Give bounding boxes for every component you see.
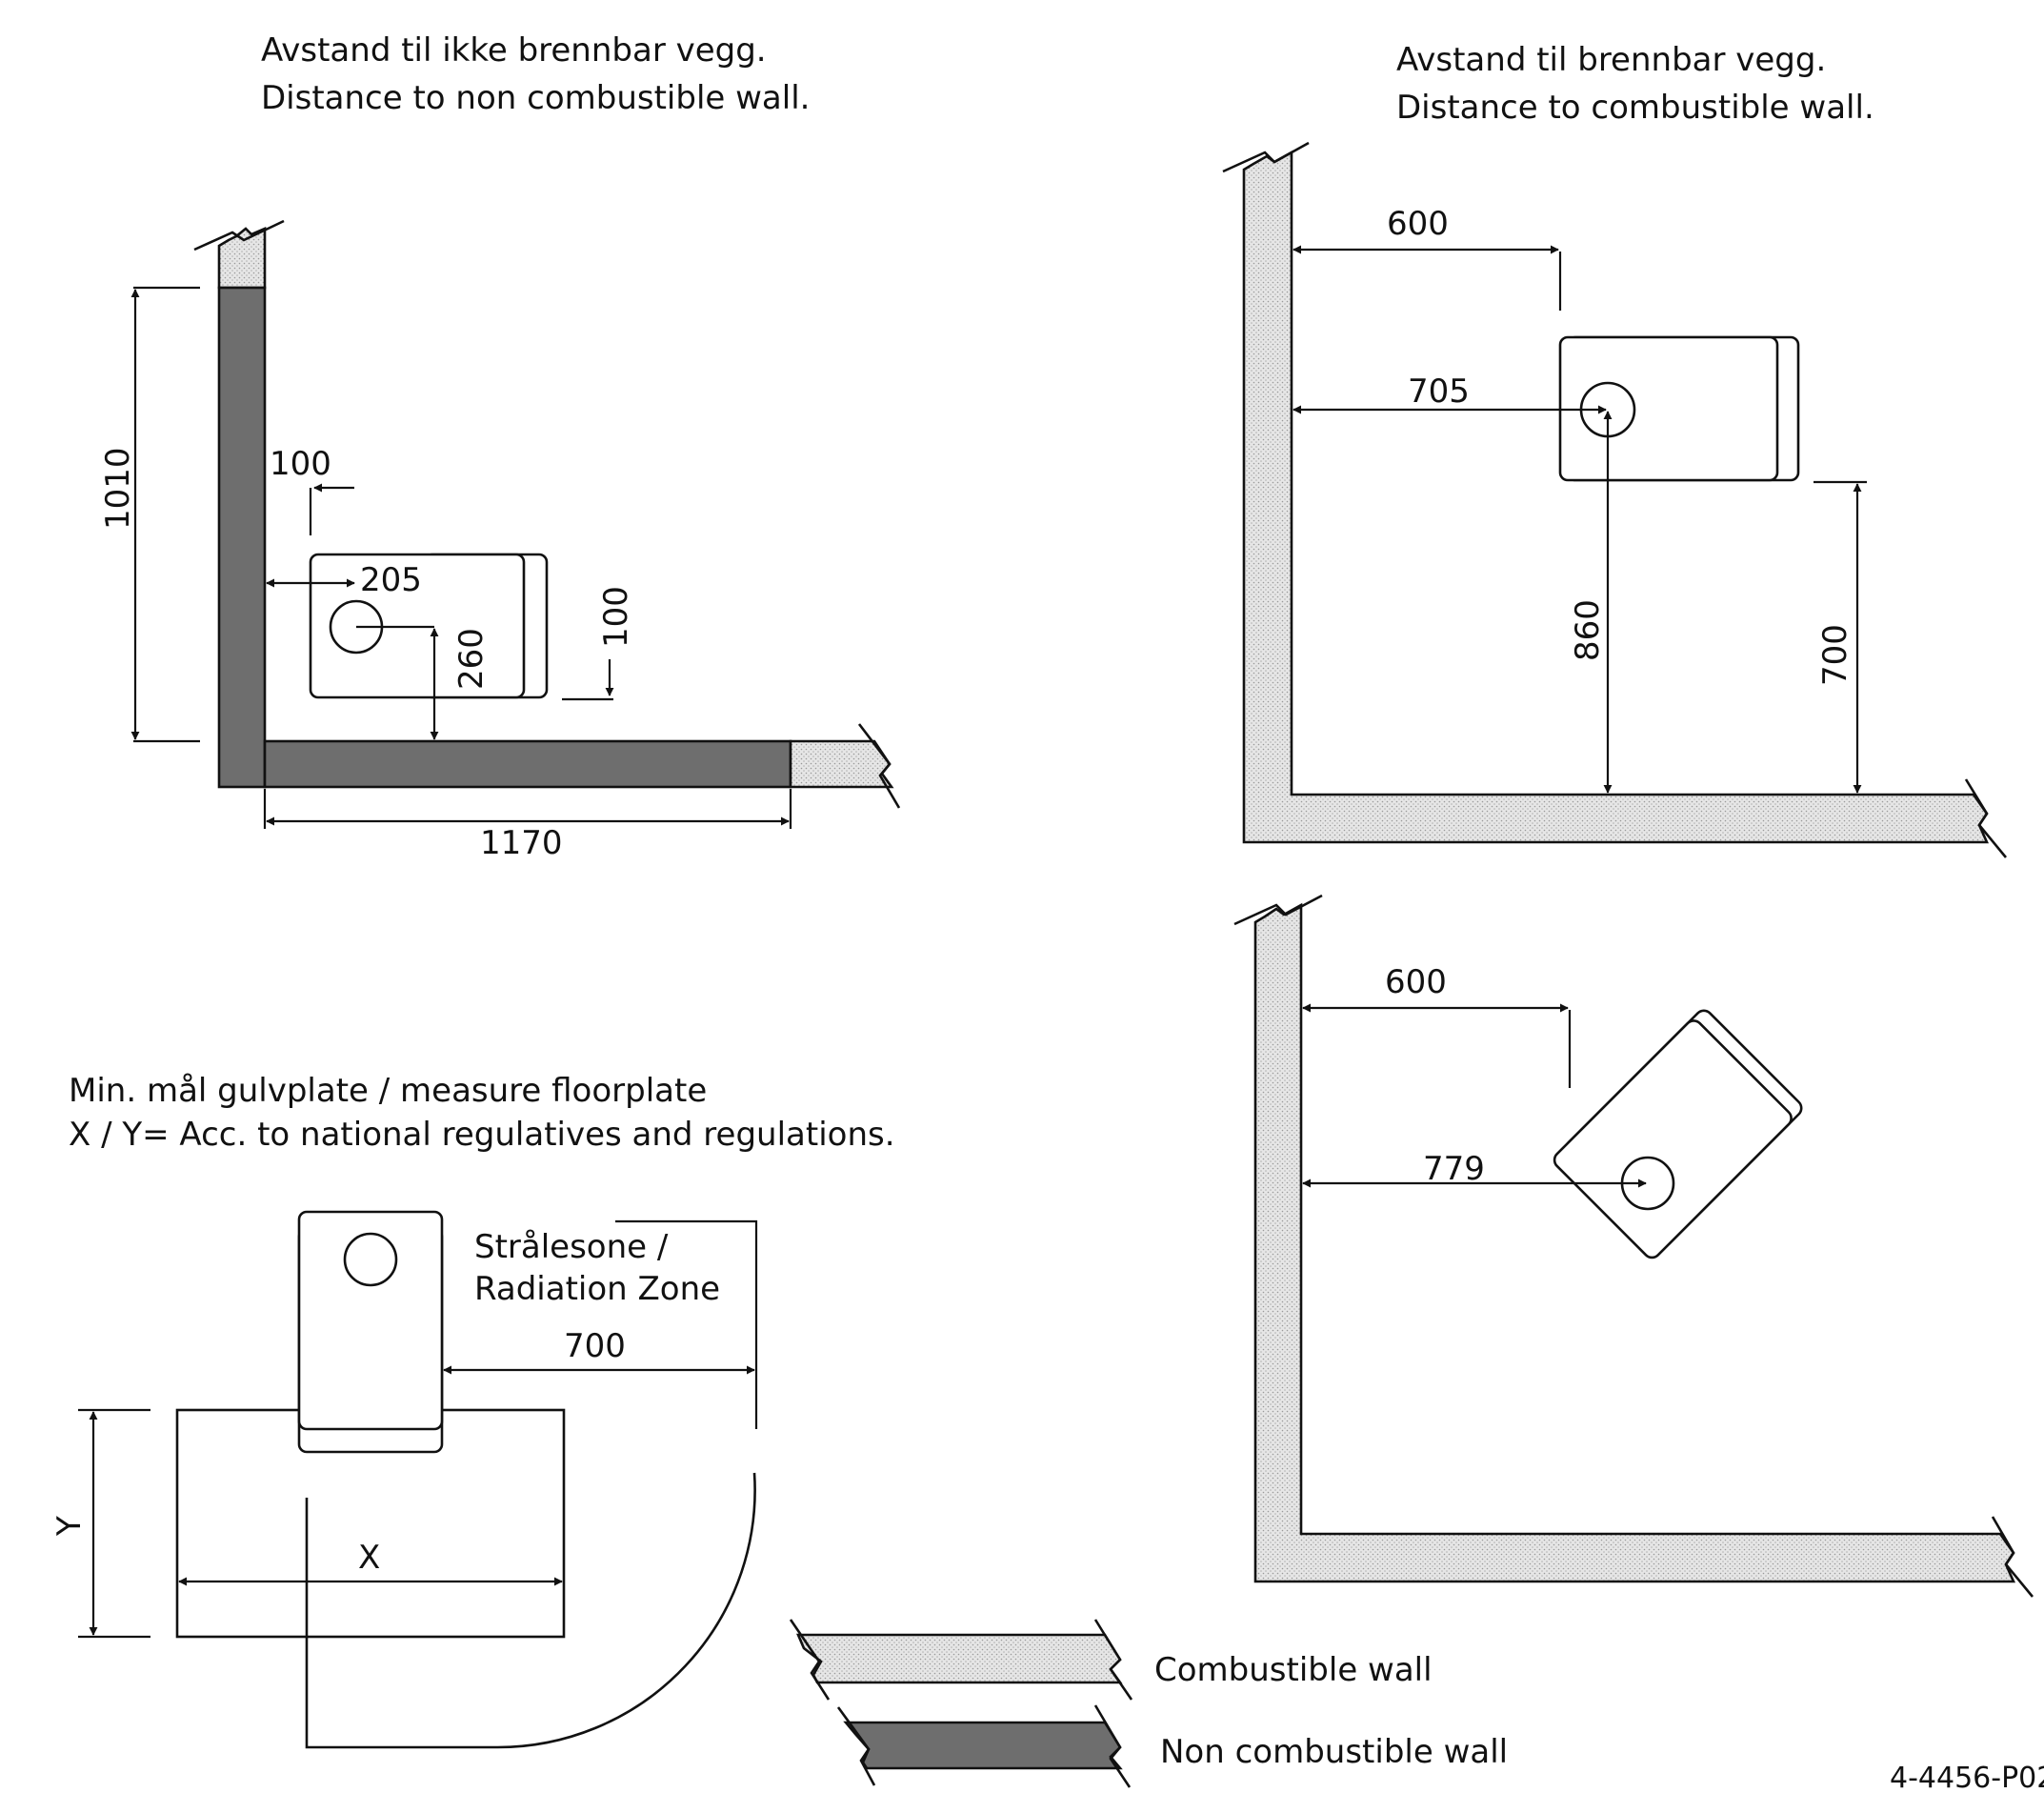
panel1-title-en: Distance to non combustible wall. bbox=[261, 79, 810, 117]
radiation-zone-limit bbox=[615, 1219, 758, 1429]
dim-y: Y bbox=[50, 1516, 89, 1537]
radiation-zone-outline bbox=[305, 1472, 756, 1749]
dim-100-top: 100 bbox=[270, 445, 331, 483]
wall-break-top bbox=[1222, 141, 1310, 173]
dim-779: 779 bbox=[1423, 1150, 1485, 1188]
radiation-zone-label-1: Strålesone / bbox=[474, 1228, 669, 1266]
legend-swatch-combustible bbox=[796, 1633, 1123, 1684]
legend-swatch-noncombustible bbox=[843, 1721, 1123, 1770]
legend-break-right-n bbox=[1093, 1704, 1132, 1788]
stove-rotated bbox=[1553, 1009, 1803, 1259]
wall-vertical-noncombustible bbox=[217, 286, 267, 789]
panel-combustible: Avstand til brennbar vegg. Distance to c… bbox=[1222, 41, 2008, 858]
dim-700: 700 bbox=[1816, 624, 1854, 686]
wall-break-right bbox=[1991, 1516, 2034, 1598]
legend-break-left-c bbox=[789, 1619, 831, 1701]
dim-x: X bbox=[358, 1539, 380, 1577]
dim-700-zone: 700 bbox=[564, 1327, 626, 1365]
panel-corner: 600 779 bbox=[1233, 894, 2034, 1598]
wall-combustible-l bbox=[1242, 150, 1990, 844]
radiation-zone-label-2: Radiation Zone bbox=[474, 1270, 720, 1308]
floorplate-title-1: Min. mål gulvplate / measure floorplate bbox=[69, 1072, 707, 1110]
wall-break-top bbox=[193, 219, 285, 252]
panel2-title-no: Avstand til brennbar vegg. bbox=[1396, 41, 1826, 79]
legend-break-left-n bbox=[836, 1706, 876, 1786]
dim-260: 260 bbox=[452, 628, 491, 690]
wall-break-top bbox=[1233, 894, 1323, 926]
dim-860: 860 bbox=[1569, 599, 1607, 661]
panel-floorplate: Min. mål gulvplate / measure floorplate … bbox=[50, 1072, 895, 1749]
dim-205: 205 bbox=[360, 561, 422, 599]
legend-break-right-c bbox=[1093, 1619, 1133, 1701]
wall-horizontal-noncombustible bbox=[263, 739, 792, 789]
dim-1170: 1170 bbox=[480, 824, 563, 862]
wall-break-right bbox=[1964, 778, 2008, 858]
panel-non-combustible: Avstand til ikke brennbar vegg. Distance… bbox=[99, 31, 901, 862]
legend-label-noncombustible: Non combustible wall bbox=[1160, 1733, 1508, 1771]
dim-600: 600 bbox=[1387, 205, 1449, 243]
dim-705: 705 bbox=[1408, 373, 1470, 411]
dim-600-corner: 600 bbox=[1385, 963, 1447, 1001]
wall-break-right bbox=[857, 723, 901, 809]
stove-body bbox=[297, 1210, 444, 1431]
panel1-title-no: Avstand til ikke brennbar vegg. bbox=[261, 31, 767, 70]
stove-body bbox=[1553, 1019, 1793, 1259]
flue-outlet bbox=[343, 1232, 398, 1287]
legend: Combustible wall Non combustible wall bbox=[789, 1619, 1508, 1788]
legend-label-combustible: Combustible wall bbox=[1154, 1651, 1433, 1689]
wall-combustible-corner bbox=[1253, 902, 2016, 1583]
dim-1010: 1010 bbox=[99, 447, 137, 530]
document-code: 4-4456-P02 bbox=[1890, 1762, 2044, 1793]
dim-100-right: 100 bbox=[597, 586, 635, 648]
floorplate-title-2: X / Y= Acc. to national regulatives and … bbox=[69, 1116, 895, 1154]
panel2-title-en: Distance to combustible wall. bbox=[1396, 89, 1874, 127]
